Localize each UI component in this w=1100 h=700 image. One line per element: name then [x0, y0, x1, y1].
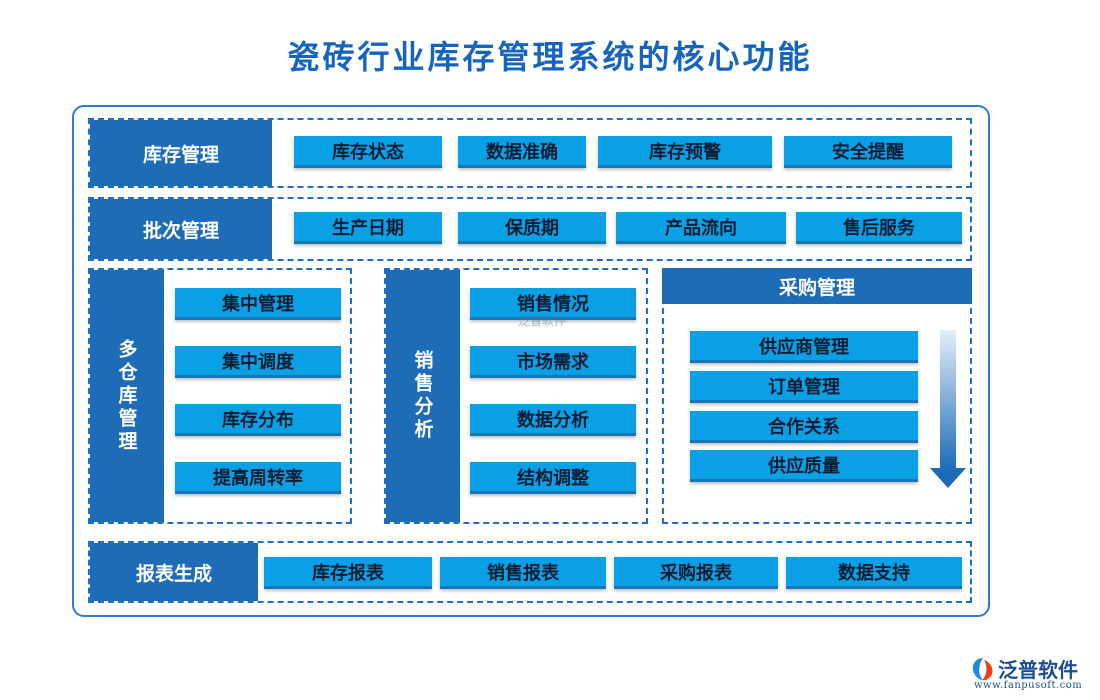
inventory-item: 安全提醒 — [784, 136, 952, 168]
inventory-item: 库存状态 — [294, 136, 442, 168]
purchase-item: 供应商管理 — [690, 331, 918, 363]
reports-header: 报表生成 — [90, 543, 258, 601]
batch-item: 产品流向 — [616, 212, 786, 244]
warehouse-item: 提高周转率 — [175, 462, 341, 494]
purchase-item: 供应质量 — [690, 450, 918, 482]
warehouse-item: 库存分布 — [175, 404, 341, 436]
sales-item: 结构调整 — [470, 462, 636, 494]
fanpu-logo-icon — [972, 658, 993, 681]
batch-item: 售后服务 — [796, 212, 962, 244]
page-title: 瓷砖行业库存管理系统的核心功能 — [287, 38, 813, 76]
batch-item: 生产日期 — [294, 212, 442, 244]
inventory-header: 库存管理 — [90, 120, 272, 186]
reports-item: 库存报表 — [264, 557, 432, 589]
down-arrow-icon — [930, 330, 966, 488]
sales-item: 市场需求 — [470, 346, 636, 378]
sales-header: 销售分析 — [386, 270, 460, 522]
inventory-item: 数据准确 — [458, 136, 586, 168]
logo-name: 泛普软件 — [998, 658, 1078, 682]
purchase-item: 订单管理 — [690, 371, 918, 403]
logo-url: www.fanpusoft.com — [974, 680, 1083, 691]
reports-item: 采购报表 — [614, 557, 778, 589]
purchase-item: 合作关系 — [690, 411, 918, 443]
warehouse-item: 集中管理 — [175, 288, 341, 320]
inventory-item: 库存预警 — [598, 136, 772, 168]
batch-header: 批次管理 — [90, 199, 272, 259]
reports-item: 销售报表 — [440, 557, 606, 589]
purchase-header: 采购管理 — [662, 268, 972, 304]
warehouse-item: 集中调度 — [175, 346, 341, 378]
batch-item: 保质期 — [458, 212, 606, 244]
sales-item: 数据分析 — [470, 404, 636, 436]
warehouse-header: 多仓库管理 — [90, 270, 164, 522]
watermark: 泛普软件 — [518, 314, 567, 328]
sales-item: 销售情况 — [470, 288, 636, 320]
brand-logo: 泛普软件 www.fanpusoft.com — [970, 654, 1098, 696]
reports-item: 数据支持 — [786, 557, 962, 589]
